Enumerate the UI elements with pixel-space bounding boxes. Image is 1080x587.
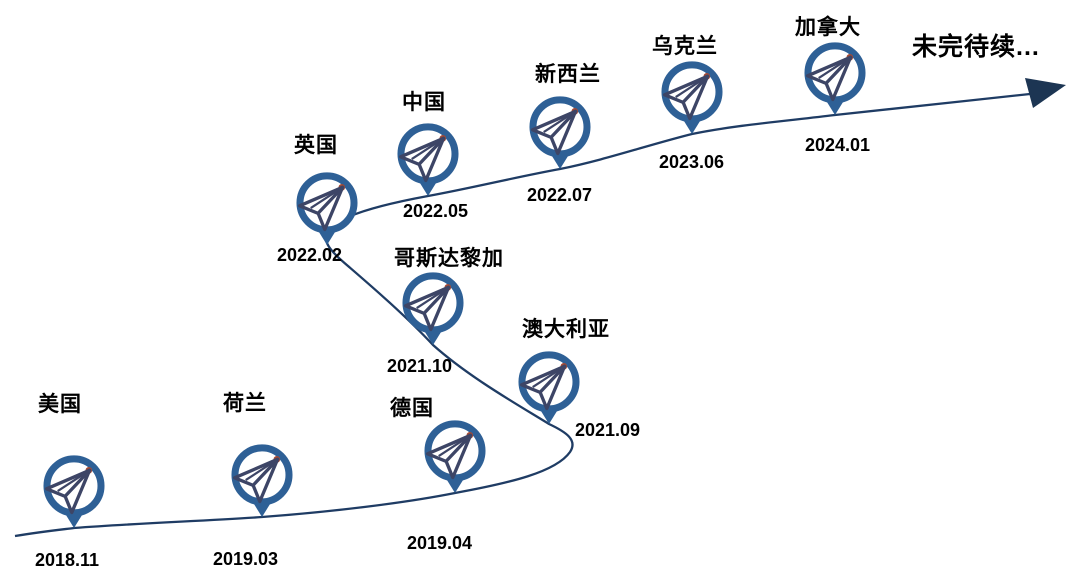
paper-plane-pin-icon (391, 122, 465, 205)
date-label: 2018.11 (35, 550, 100, 570)
milestone-marker (225, 443, 299, 526)
milestone-marker (523, 95, 597, 178)
paper-plane-pin-icon (37, 454, 111, 537)
milestone-marker (37, 454, 111, 537)
date-label: 2021.09 (575, 420, 641, 440)
country-label: 新西兰 (535, 63, 601, 86)
date-label: 2021.10 (387, 356, 453, 376)
date-label: 2023.06 (659, 152, 725, 172)
country-label: 德国 (390, 397, 434, 420)
milestone-marker (396, 271, 470, 354)
to-be-continued-label: 未完待续... (912, 33, 1040, 61)
arrow-head-icon (1025, 78, 1066, 108)
milestone-marker (391, 122, 465, 205)
paper-plane-pin-icon (418, 419, 492, 502)
milestone-marker (655, 60, 729, 143)
paper-plane-pin-icon (396, 271, 470, 354)
paper-plane-pin-icon (225, 443, 299, 526)
milestone-marker (798, 41, 872, 124)
country-label: 哥斯达黎加 (394, 247, 504, 270)
date-label: 2022.02 (277, 245, 343, 265)
country-label: 英国 (294, 134, 338, 157)
date-label: 2019.03 (213, 549, 279, 569)
milestone-marker (290, 171, 364, 254)
paper-plane-pin-icon (655, 60, 729, 143)
milestone-marker (418, 419, 492, 502)
date-label: 2024.01 (805, 135, 871, 155)
date-label: 2022.07 (527, 185, 593, 205)
paper-plane-pin-icon (523, 95, 597, 178)
country-label: 荷兰 (223, 392, 267, 415)
timeline-path (14, 92, 1031, 538)
date-label: 2022.05 (403, 201, 469, 221)
paper-plane-pin-icon (798, 41, 872, 124)
paper-plane-pin-icon (290, 171, 364, 254)
country-label: 乌克兰 (652, 35, 718, 58)
country-label: 澳大利亚 (522, 318, 610, 341)
country-label: 美国 (38, 393, 82, 416)
country-label: 中国 (402, 91, 446, 114)
country-label: 加拿大 (795, 16, 861, 39)
date-label: 2019.04 (407, 533, 473, 553)
